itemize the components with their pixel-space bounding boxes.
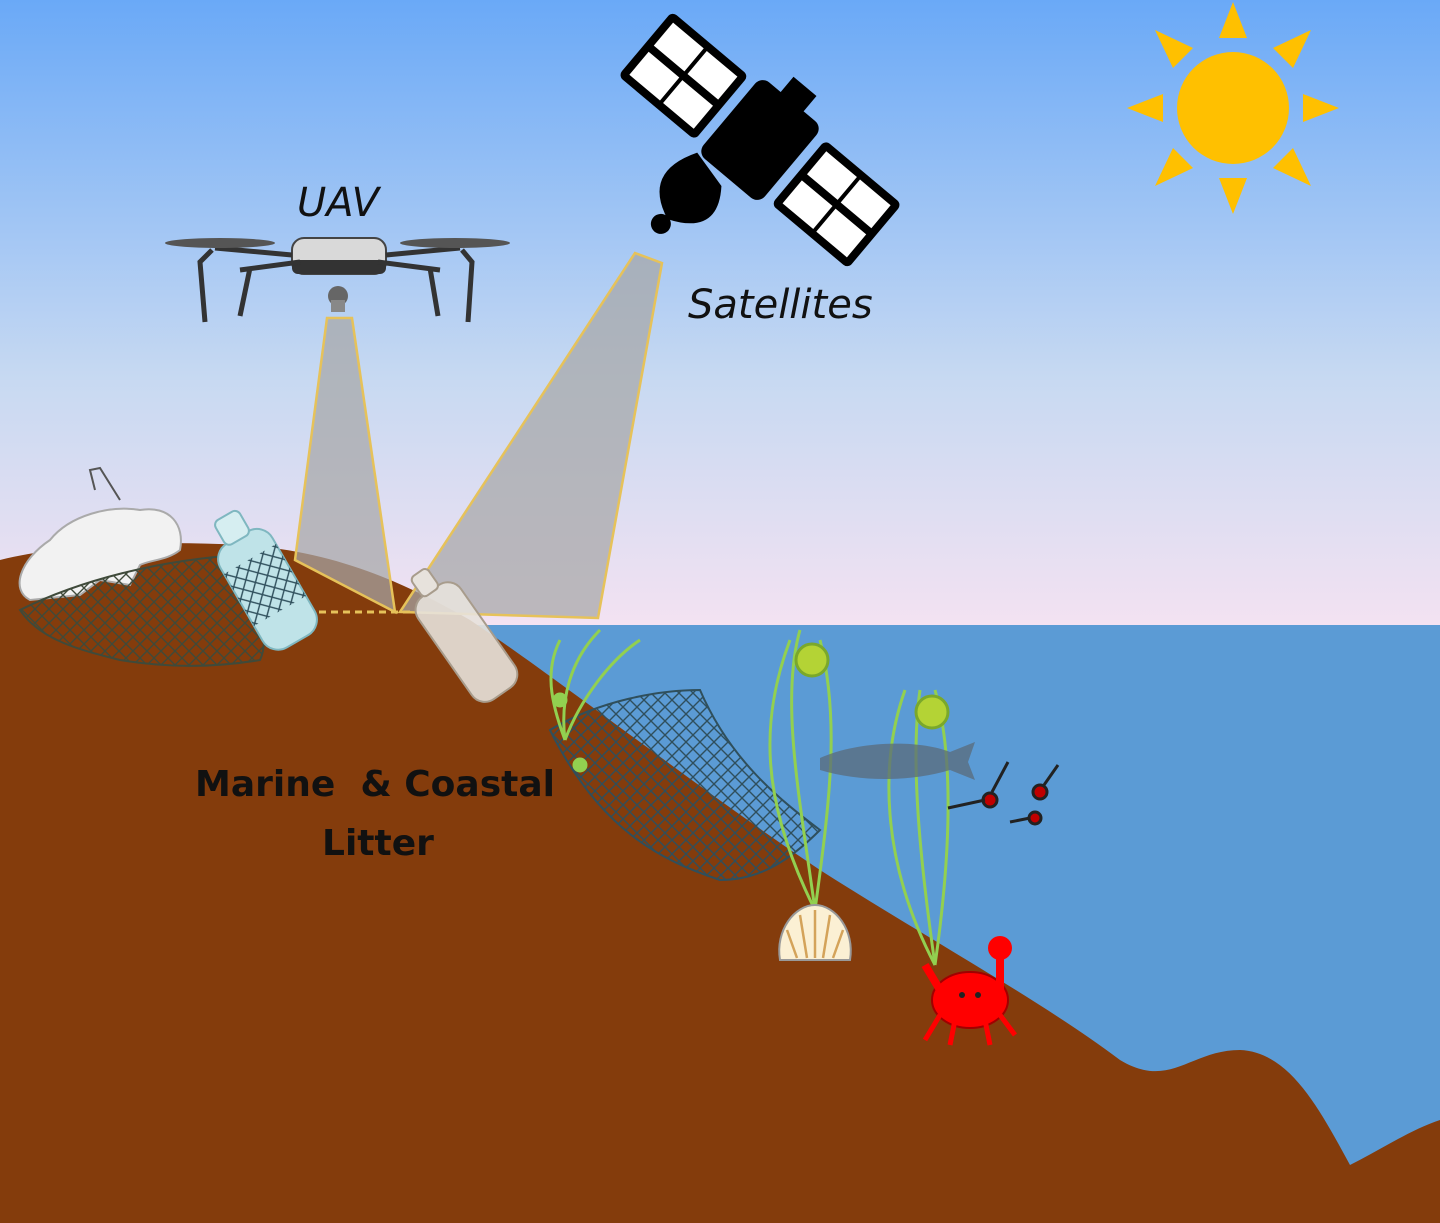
seabed xyxy=(0,543,1440,1223)
drone-icon xyxy=(165,237,510,323)
litter-label-line1: Marine & Coastal xyxy=(195,764,555,805)
sun-icon xyxy=(1127,2,1339,214)
net-icon xyxy=(18,553,265,667)
satellite-icon xyxy=(620,13,900,267)
seaweed-icon xyxy=(549,628,641,773)
plankton-icon xyxy=(947,761,1060,826)
bottle-icon xyxy=(214,509,318,651)
net-icon-2 xyxy=(548,688,822,882)
seaweed-icon-3 xyxy=(887,689,950,966)
uav-label: UAV xyxy=(297,180,382,226)
satellite-beam xyxy=(397,251,664,620)
animal-icon xyxy=(18,466,182,602)
fish-icon xyxy=(820,742,975,780)
satellites-label: Satellites xyxy=(688,282,873,328)
litter-label-line2: Litter xyxy=(322,823,434,864)
bottle-icon-2 xyxy=(410,568,519,703)
crab-icon xyxy=(921,936,1017,1046)
shell-icon xyxy=(778,903,852,961)
